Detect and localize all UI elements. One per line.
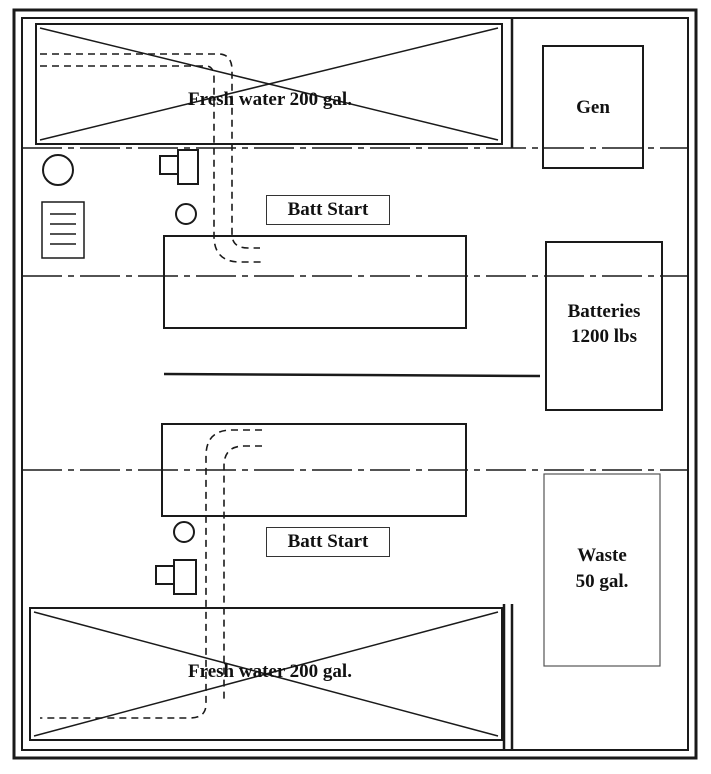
- fresh-water-tank-top: [35, 23, 503, 145]
- fresh-water-tank-bottom: [29, 607, 503, 741]
- gen-label: Gen: [576, 97, 610, 118]
- waste-label-1: Waste: [577, 545, 627, 566]
- strainer-top-icon: [175, 203, 197, 225]
- round-hatch-icon: [42, 154, 74, 186]
- shaft-line: [163, 372, 541, 378]
- batteries-box: [545, 241, 663, 411]
- fresh-water-top-label: Fresh water 200 gal.: [188, 89, 352, 110]
- valve-bottom-icon: [155, 559, 197, 595]
- waste-box: [543, 473, 661, 667]
- panel-icon: [41, 201, 85, 259]
- water-pipe-top-inner: [40, 65, 262, 263]
- inner-wall: [21, 17, 689, 751]
- outer-wall: [12, 8, 698, 760]
- batteries-label-1: Batteries: [567, 301, 641, 322]
- water-pipe-bottom-inner: [223, 445, 262, 700]
- generator-box: [542, 45, 644, 169]
- batteries-label-2: 1200 lbs: [571, 326, 637, 347]
- valve-top-icon: [159, 149, 199, 185]
- waste-label-2: 50 gal.: [575, 571, 629, 592]
- water-pipe-top-outer: [40, 53, 260, 249]
- water-pipe-bottom-outer: [40, 429, 262, 719]
- strainer-bottom-icon: [173, 521, 195, 543]
- fresh-water-bottom-label: Fresh water 200 gal.: [188, 661, 352, 682]
- batt-start-top-label: Batt Start: [266, 195, 390, 225]
- engine-top: [163, 235, 467, 329]
- batt-start-bottom-label: Batt Start: [266, 527, 390, 557]
